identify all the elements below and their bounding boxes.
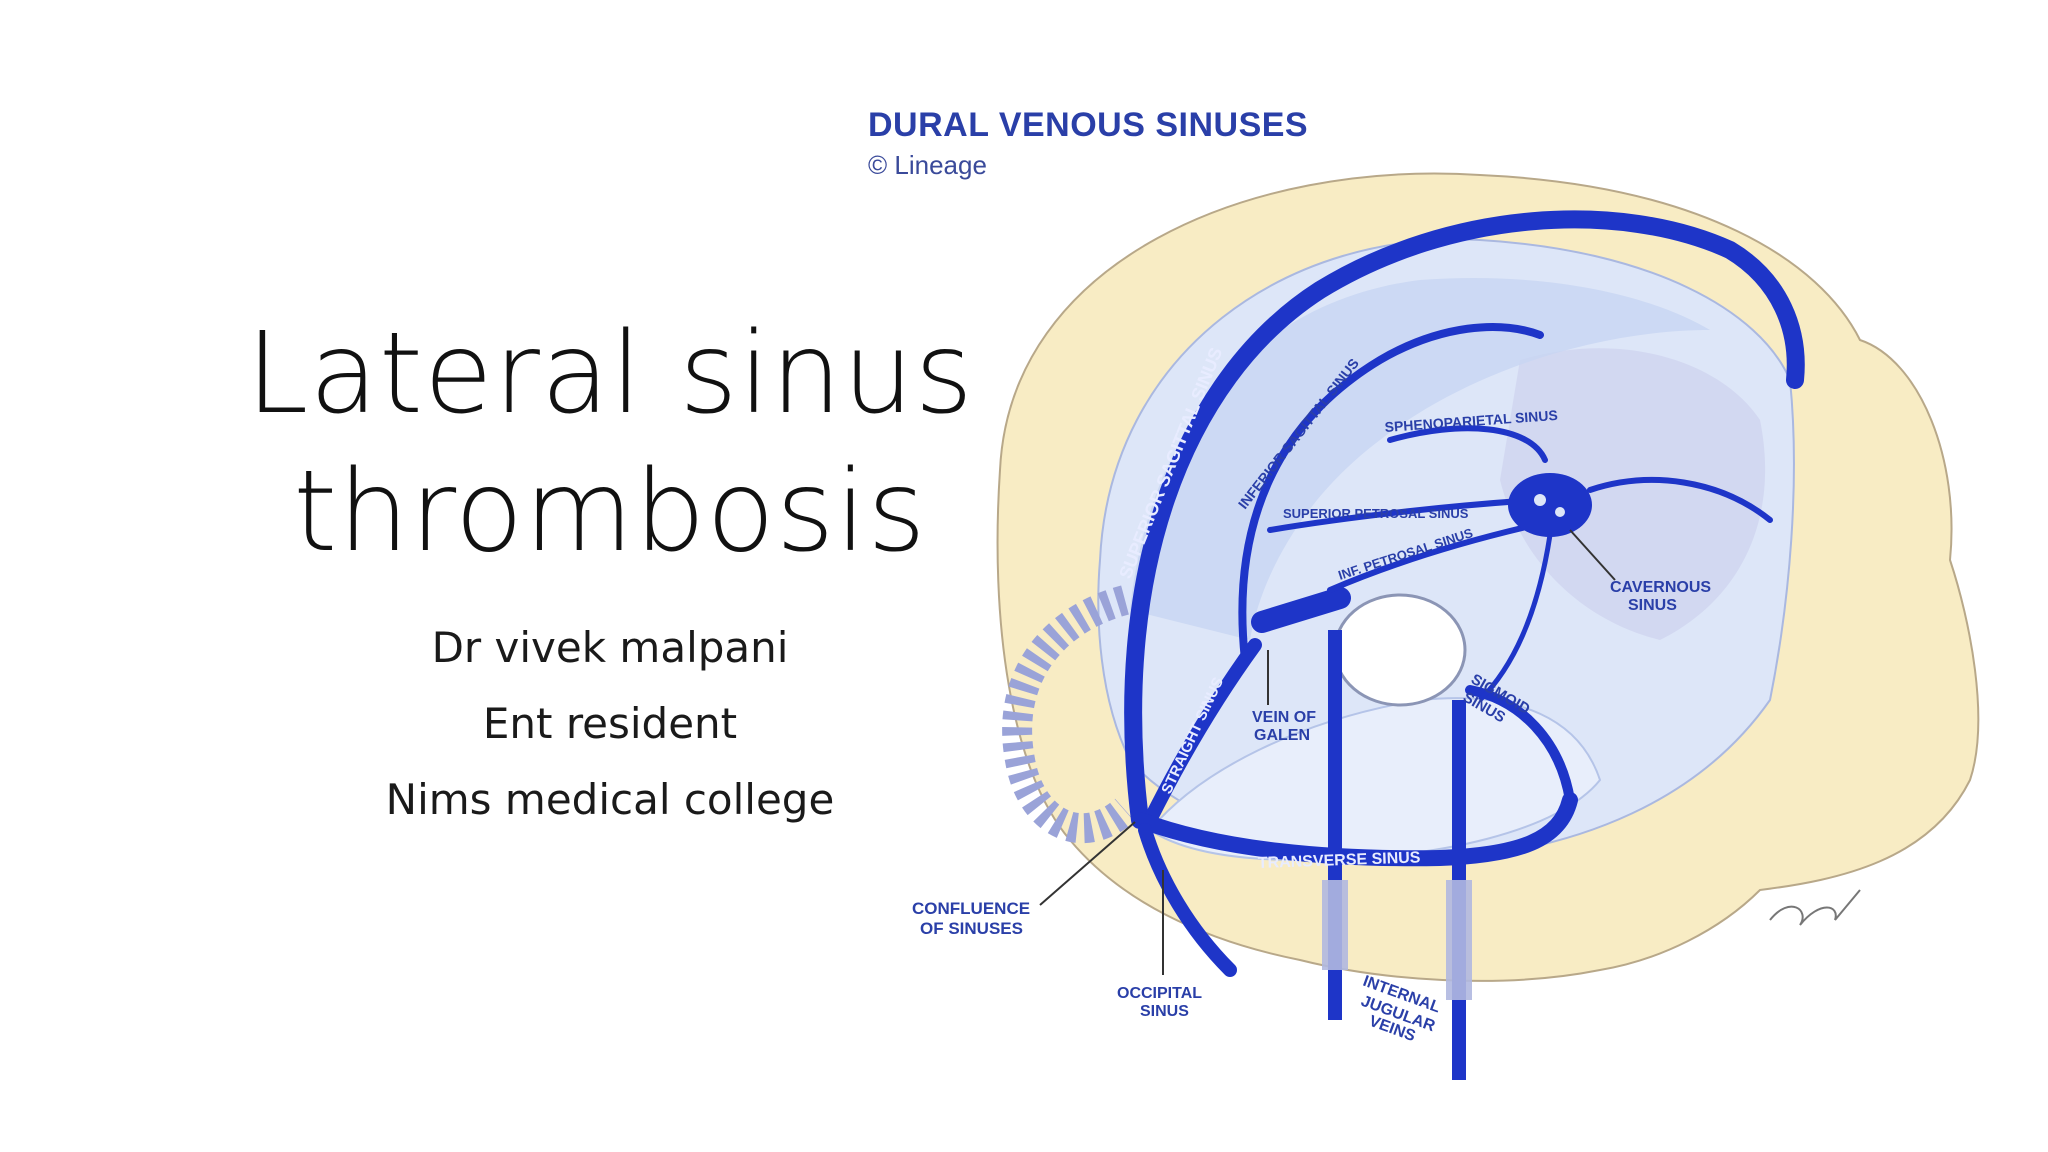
label-occipital-1: OCCIPITAL	[1117, 985, 1202, 1002]
slide-subtitle: Dr vivek malpani Ent resident Nims medic…	[310, 610, 910, 838]
label-confluence-2: OF SINUSES	[920, 919, 1023, 938]
foramen-opening	[1335, 595, 1465, 705]
cavernous-detail	[1534, 494, 1546, 506]
figure-title: DURAL VENOUS SINUSES	[868, 106, 1308, 145]
artist-signature	[1770, 890, 1860, 925]
label-galen-2: GALEN	[1254, 727, 1310, 744]
label-superior-petrosal: SUPERIOR PETROSAL SINUS	[1283, 506, 1469, 521]
jugular-wrap-left	[1322, 880, 1348, 970]
cavernous-sinus	[1508, 473, 1592, 537]
author-role: Ent resident	[310, 686, 910, 762]
author-name: Dr vivek malpani	[310, 610, 910, 686]
label-cavernous-2: SINUS	[1628, 597, 1677, 614]
cavernous-detail	[1555, 507, 1565, 517]
dural-venous-sinuses-illustration: SUPERIOR SAGITTAL SINUS INFERIOR SAGITTA…	[860, 95, 1980, 1095]
label-occipital-2: SINUS	[1140, 1003, 1189, 1020]
jugular-wrap-right	[1446, 880, 1472, 1000]
label-cavernous-1: CAVERNOUS	[1610, 579, 1711, 596]
figure-credit: © Lineage	[868, 150, 987, 181]
label-galen-1: VEIN OF	[1252, 709, 1316, 726]
institution: Nims medical college	[310, 762, 910, 838]
label-confluence-1: CONFLUENCE	[912, 899, 1030, 918]
